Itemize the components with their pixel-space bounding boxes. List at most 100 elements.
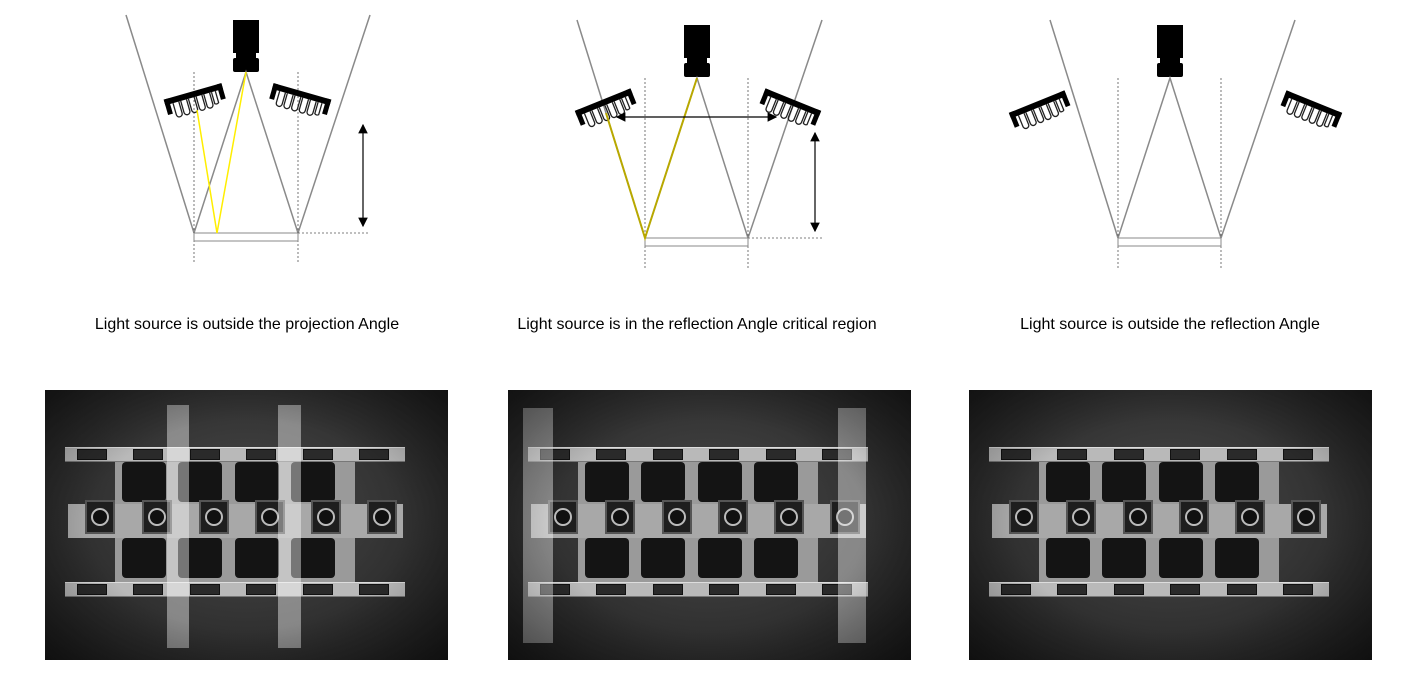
sensor — [1009, 500, 1039, 534]
fixture-cutout — [641, 538, 685, 578]
sensor — [367, 500, 397, 534]
fixture-cutout — [754, 462, 798, 502]
guide-lines — [644, 78, 822, 268]
connector — [1227, 449, 1257, 460]
fixture-cutout — [122, 462, 166, 502]
fixture-cutout — [1159, 538, 1203, 578]
light-right-icon — [1278, 89, 1343, 134]
sensor-ring — [1185, 508, 1203, 526]
fixture-cutout — [178, 538, 222, 578]
connector — [303, 584, 333, 595]
light-left-icon — [1008, 89, 1073, 134]
sensor-ring — [1015, 508, 1033, 526]
fixture-cutout — [178, 462, 222, 502]
connector — [596, 584, 626, 595]
connector — [596, 449, 626, 460]
vignette — [508, 390, 911, 660]
connector — [190, 449, 220, 460]
connector — [246, 584, 276, 595]
connector — [1114, 584, 1144, 595]
target-object — [1117, 237, 1222, 247]
sensor — [199, 500, 229, 534]
fixture-cutout — [754, 538, 798, 578]
sensor-ring — [780, 508, 798, 526]
sensor-ring — [1072, 508, 1090, 526]
guide-lines — [193, 72, 370, 262]
glare-stripe — [278, 405, 301, 648]
vignette — [45, 390, 448, 660]
connector — [133, 449, 163, 460]
sensor-ring — [1297, 508, 1315, 526]
caption-panel-1: Light source is outside the projection A… — [94, 316, 400, 333]
sensor — [85, 500, 115, 534]
connector — [766, 449, 796, 460]
fixture-cutout — [698, 462, 742, 502]
connector — [1057, 449, 1087, 460]
sensor-ring — [668, 508, 686, 526]
sensor — [1066, 500, 1096, 534]
sensor — [718, 500, 748, 534]
connector — [1170, 449, 1200, 460]
glare-stripe — [838, 408, 866, 643]
target-object — [644, 237, 749, 247]
photo-panel-1 — [45, 390, 448, 660]
connector — [1114, 449, 1144, 460]
sensor-ring — [317, 508, 335, 526]
light-right-icon — [757, 87, 822, 132]
fixture-cutout — [1102, 538, 1146, 578]
fixture-cutout — [1215, 538, 1259, 578]
connector — [653, 449, 683, 460]
camera-icon — [233, 20, 259, 72]
sensor — [662, 500, 692, 534]
connector — [822, 449, 852, 460]
sensor — [1291, 500, 1321, 534]
fixture-rail — [65, 582, 405, 597]
target-object — [193, 232, 299, 242]
camera-icon — [684, 25, 710, 77]
fixture-cutout — [291, 538, 335, 578]
connector — [1170, 584, 1200, 595]
sensor — [1123, 500, 1153, 534]
sensor — [1235, 500, 1265, 534]
connector — [1283, 584, 1313, 595]
fixture-cutout — [1159, 462, 1203, 502]
connector — [246, 449, 276, 460]
sensor — [605, 500, 635, 534]
sensor — [548, 500, 578, 534]
view-lines — [1049, 19, 1296, 239]
fixture-cutout — [698, 538, 742, 578]
fixture-rail — [528, 582, 868, 597]
fixture-rail — [65, 447, 405, 462]
photo-panel-2 — [508, 390, 911, 660]
fixture-cutout — [1102, 462, 1146, 502]
fixture-center-bar — [68, 504, 403, 538]
light-right-icon — [267, 82, 332, 121]
connector — [709, 449, 739, 460]
diagram-projection-angle — [125, 14, 371, 262]
connector — [190, 584, 220, 595]
sensor-ring — [724, 508, 742, 526]
sensor-ring — [373, 508, 391, 526]
connector — [1283, 449, 1313, 460]
connector — [1057, 584, 1087, 595]
guide-lines — [1117, 78, 1222, 268]
sensor-ring — [611, 508, 629, 526]
sensor-ring — [836, 508, 854, 526]
connector — [822, 584, 852, 595]
glare-stripe — [523, 408, 553, 643]
sensor-ring — [554, 508, 572, 526]
connector — [303, 449, 333, 460]
connector — [1227, 584, 1257, 595]
vignette — [969, 390, 1372, 660]
fixture-cutout — [1046, 538, 1090, 578]
sensor — [1179, 500, 1209, 534]
fixture-cutout — [122, 538, 166, 578]
caption-panel-2: Light source is in the reflection Angle … — [517, 316, 877, 333]
light-ray — [196, 71, 247, 234]
connector — [766, 584, 796, 595]
sensor — [142, 500, 172, 534]
fixture-cutout — [235, 538, 279, 578]
light-left-icon — [163, 82, 228, 121]
fixture-rail — [989, 447, 1329, 462]
fixture-cutout — [291, 462, 335, 502]
